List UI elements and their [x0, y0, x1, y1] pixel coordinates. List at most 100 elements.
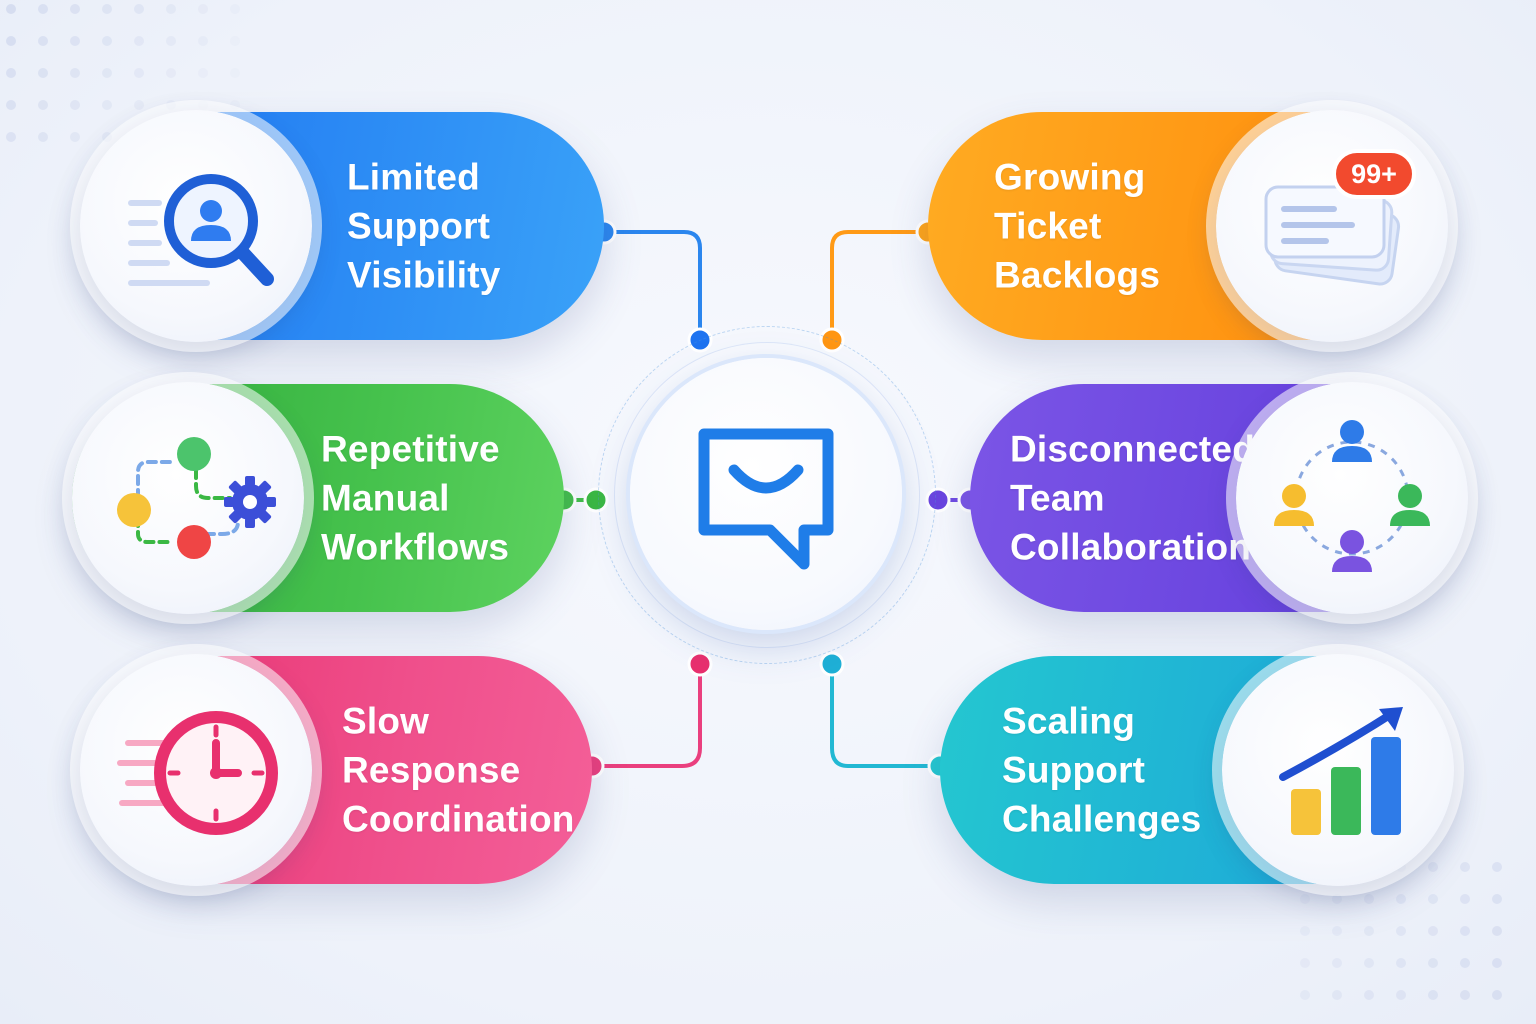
decorative-dot: [6, 4, 16, 14]
card-label-line: Disconnected: [1010, 428, 1256, 470]
card-label-line: Slow: [342, 700, 430, 742]
decorative-dot: [1492, 990, 1502, 1000]
decorative-dot: [230, 100, 240, 110]
decorative-dot: [38, 36, 48, 46]
card-label: Disconnected Team Collaboration: [1010, 425, 1255, 572]
decorative-dot: [1460, 926, 1470, 936]
connector-orange: [830, 230, 930, 342]
decorative-dot: [134, 36, 144, 46]
decorative-dot: [1300, 990, 1310, 1000]
decorative-dot: [230, 4, 240, 14]
connector-blue: [602, 230, 702, 342]
decorative-dot: [1332, 926, 1342, 936]
search-user-icon: [128, 174, 274, 286]
decorative-dot: [166, 36, 176, 46]
card-icon-disc: [1236, 382, 1468, 614]
card-icon-disc: 99+: [1216, 110, 1448, 342]
decorative-dot: [1364, 894, 1374, 904]
decorative-dot: [166, 68, 176, 78]
card-slow-response-coordination[interactable]: Slow Response Coordination: [80, 654, 592, 886]
decorative-dot: [230, 68, 240, 78]
card-label-line: Manual: [321, 477, 450, 519]
decorative-dot: [198, 4, 208, 14]
decorative-dot: [1364, 926, 1374, 936]
decorative-dot: [38, 100, 48, 110]
decorative-dot: [70, 132, 80, 142]
card-icon-disc: [72, 382, 304, 614]
card-label-line: Support: [347, 205, 491, 247]
decorative-dot: [6, 36, 16, 46]
decorative-dot: [1396, 990, 1406, 1000]
decorative-dot: [1364, 990, 1374, 1000]
decorative-dot: [6, 100, 16, 110]
decorative-dot: [198, 36, 208, 46]
decorative-dot: [1300, 926, 1310, 936]
decorative-dot: [1396, 894, 1406, 904]
decorative-dot: [1300, 958, 1310, 968]
node-teal-inner: [819, 651, 845, 677]
card-label-line: Collaboration: [1010, 526, 1252, 568]
decorative-dot: [102, 4, 112, 14]
team-network-icon: [1274, 420, 1430, 572]
decorative-dot: [1332, 894, 1342, 904]
card-label: Slow Response Coordination: [342, 697, 575, 844]
decorative-dot: [134, 100, 144, 110]
hub[interactable]: [630, 358, 902, 630]
chat-bubble-smile-icon: [698, 428, 834, 570]
decorative-dot: [198, 100, 208, 110]
decorative-dot: [38, 4, 48, 14]
card-label-line: Workflows: [321, 526, 510, 568]
card-label-line: Response: [342, 749, 521, 791]
decorative-dot: [134, 68, 144, 78]
decorative-dot: [1428, 958, 1438, 968]
card-label-line: Scaling: [1002, 700, 1135, 742]
decorative-dot: [70, 68, 80, 78]
decorative-dot: [38, 132, 48, 142]
badge-count: 99+: [1351, 159, 1397, 189]
decorative-dot: [102, 100, 112, 110]
card-label: Scaling Support Challenges: [1002, 697, 1201, 844]
card-label-line: Ticket: [994, 205, 1102, 247]
card-repetitive-manual-workflows[interactable]: Repetitive Manual Workflows: [72, 382, 564, 614]
decorative-dot: [102, 36, 112, 46]
decorative-dot: [166, 100, 176, 110]
card-label-line: Limited: [347, 156, 480, 198]
card-label-line: Visibility: [347, 254, 501, 296]
card-label: Limited Support Visibility: [347, 153, 501, 300]
card-icon-disc: [80, 110, 312, 342]
growth-chart-icon: [1279, 707, 1403, 835]
decorative-dot: [6, 132, 16, 142]
decorative-dot: [1332, 990, 1342, 1000]
decorative-dot: [198, 68, 208, 78]
decorative-dot: [1492, 958, 1502, 968]
decorative-dot: [230, 36, 240, 46]
decorative-dot: [134, 4, 144, 14]
connector-pink: [590, 662, 702, 768]
decorative-dot: [1332, 958, 1342, 968]
decorative-dot: [1492, 862, 1502, 872]
card-scaling-support-challenges[interactable]: Scaling Support Challenges: [940, 654, 1454, 886]
person-right-icon: [1390, 484, 1430, 526]
card-label-line: Coordination: [342, 798, 575, 840]
decorative-dot: [1428, 990, 1438, 1000]
decorative-dot: [1428, 926, 1438, 936]
decorative-dot: [6, 68, 16, 78]
card-label-line: Backlogs: [994, 254, 1161, 296]
card-limited-support-visibility[interactable]: Limited Support Visibility: [80, 110, 604, 342]
card-label-line: Growing: [994, 156, 1146, 198]
clock-icon: [117, 711, 278, 835]
decorative-dot: [1492, 926, 1502, 936]
decorative-dot: [1460, 862, 1470, 872]
card-label-line: Support: [1002, 749, 1146, 791]
decorative-dot: [1428, 894, 1438, 904]
card-icon-disc: [1222, 654, 1454, 886]
decorative-dot: [1492, 894, 1502, 904]
decorative-dot: [166, 4, 176, 14]
card-growing-ticket-backlogs[interactable]: Growing Ticket Backlogs 99+: [928, 110, 1448, 342]
card-label: Repetitive Manual Workflows: [321, 425, 509, 572]
decorative-dot: [1460, 958, 1470, 968]
card-disconnected-team-collaboration[interactable]: Disconnected Team Collaboration: [970, 382, 1468, 614]
decorative-dot: [1428, 862, 1438, 872]
node-pink-inner: [687, 651, 713, 677]
card-label-line: Challenges: [1002, 798, 1202, 840]
